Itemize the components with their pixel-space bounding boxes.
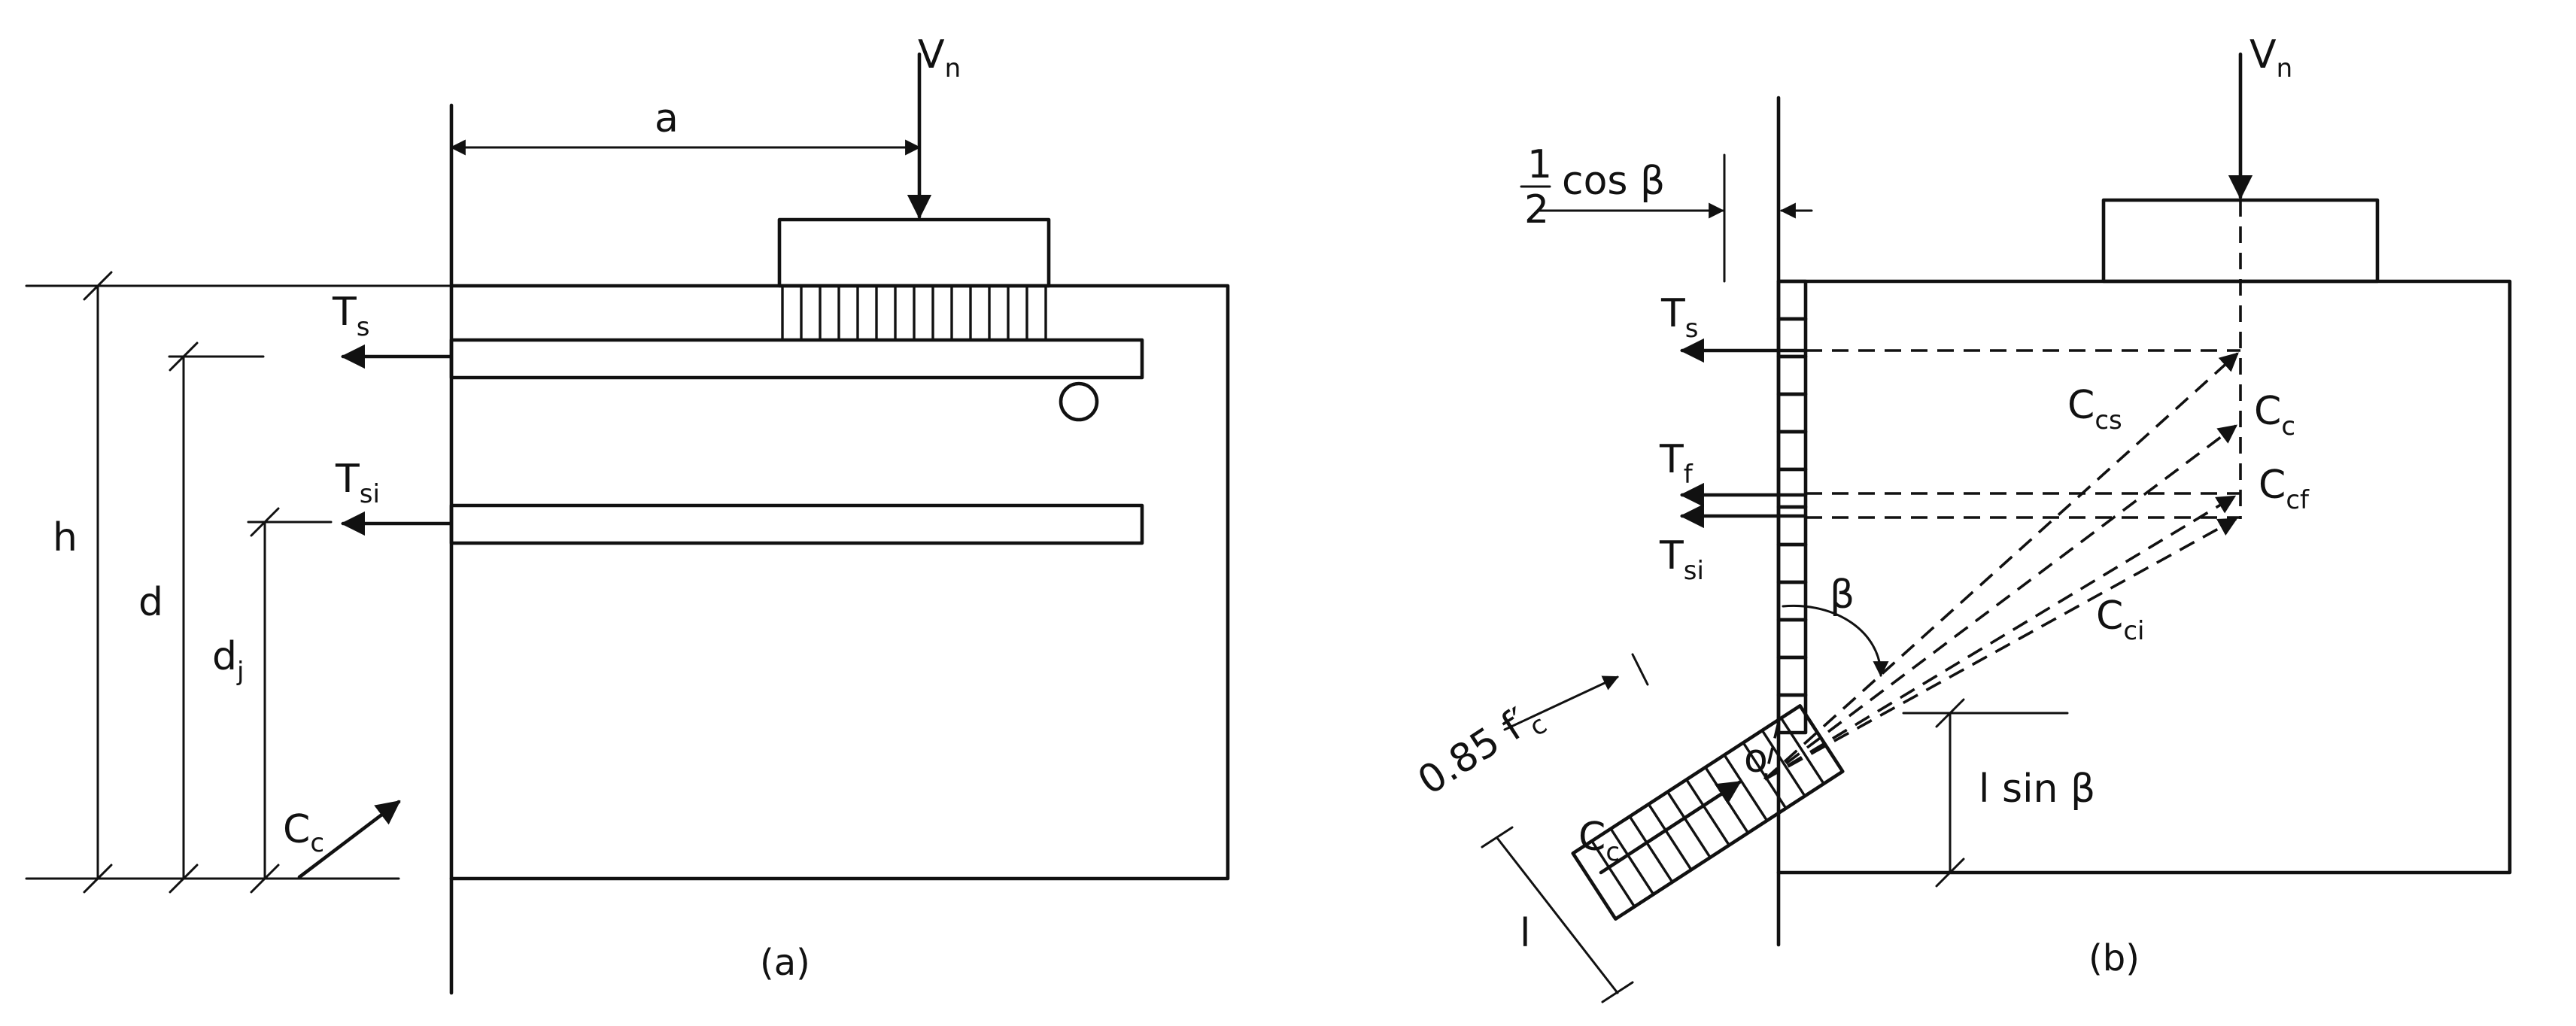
- panel-a: Vn a h d dj Ts Tsi Cc (a): [25, 32, 1230, 995]
- label-ts: Ts: [332, 290, 369, 342]
- beta-angle-arc: [1782, 604, 1889, 678]
- cc-arrow: [297, 800, 401, 879]
- label-vn-b: Vn: [2249, 32, 2292, 83]
- corbel-outline: [449, 284, 1230, 881]
- dim-l-line: [1496, 836, 1619, 994]
- cci-strut-dashed: [1764, 518, 2238, 781]
- label-ts-b: Ts: [1660, 291, 1698, 344]
- label-tsi-b: Tsi: [1659, 533, 1704, 586]
- label-cos-beta: cos β: [1562, 159, 1665, 204]
- caption-b: (b): [2088, 937, 2140, 979]
- caption-a: (a): [760, 942, 810, 984]
- label-beta: β: [1830, 572, 1855, 618]
- face-to-origin-dashed: [1763, 721, 1780, 780]
- stress-dim-arrow: [1503, 675, 1619, 731]
- stress-dim-tick: [1631, 653, 1649, 686]
- label-stress: 0.85 f′c: [1410, 692, 1552, 809]
- label-cc-b: Cc: [1578, 815, 1620, 867]
- label-cc: Cc: [283, 807, 324, 858]
- label-ccf: Ccf: [2259, 463, 2310, 515]
- label-a: a: [655, 96, 679, 141]
- label-tf-b: Tf: [1659, 437, 1694, 490]
- stress-block: [1571, 704, 1845, 921]
- label-l-sin-beta: l sin β: [1979, 766, 2095, 812]
- anchor-bar-circle: [1059, 381, 1099, 422]
- reinforcement-blocks: [1776, 279, 1808, 735]
- cc-arrow-b: [1599, 780, 1742, 875]
- bearing-pad-hatch: [781, 286, 1047, 340]
- bearing-plate: [777, 217, 1051, 288]
- label-origin: o: [1744, 736, 1768, 782]
- panel-b: Vn 1 2 cos β Ts Tf Tsi Ccs Cc Ccf Cci β …: [1410, 32, 2512, 1003]
- label-ccs: Ccs: [2067, 383, 2122, 436]
- label-cc-top: Cc: [2254, 389, 2295, 442]
- label-half-num: 1: [1527, 142, 1552, 187]
- label-half-den: 2: [1524, 187, 1549, 232]
- label-h: h: [53, 515, 77, 560]
- label-cci: Cci: [2096, 593, 2144, 646]
- label-l: l: [1520, 911, 1530, 956]
- ccf-strut-dashed: [1764, 495, 2237, 781]
- label-tsi: Tsi: [335, 457, 380, 509]
- ccs-strut-dashed: [1763, 352, 2239, 781]
- main-tension-bar: [449, 338, 1144, 380]
- label-d: d: [138, 580, 163, 625]
- corbel-outline-b: [1776, 279, 2512, 875]
- secondary-bar: [449, 503, 1144, 545]
- label-vn: Vn: [918, 32, 961, 83]
- cc-strut-dashed: [1763, 424, 2238, 781]
- label-dj: dj: [212, 634, 244, 687]
